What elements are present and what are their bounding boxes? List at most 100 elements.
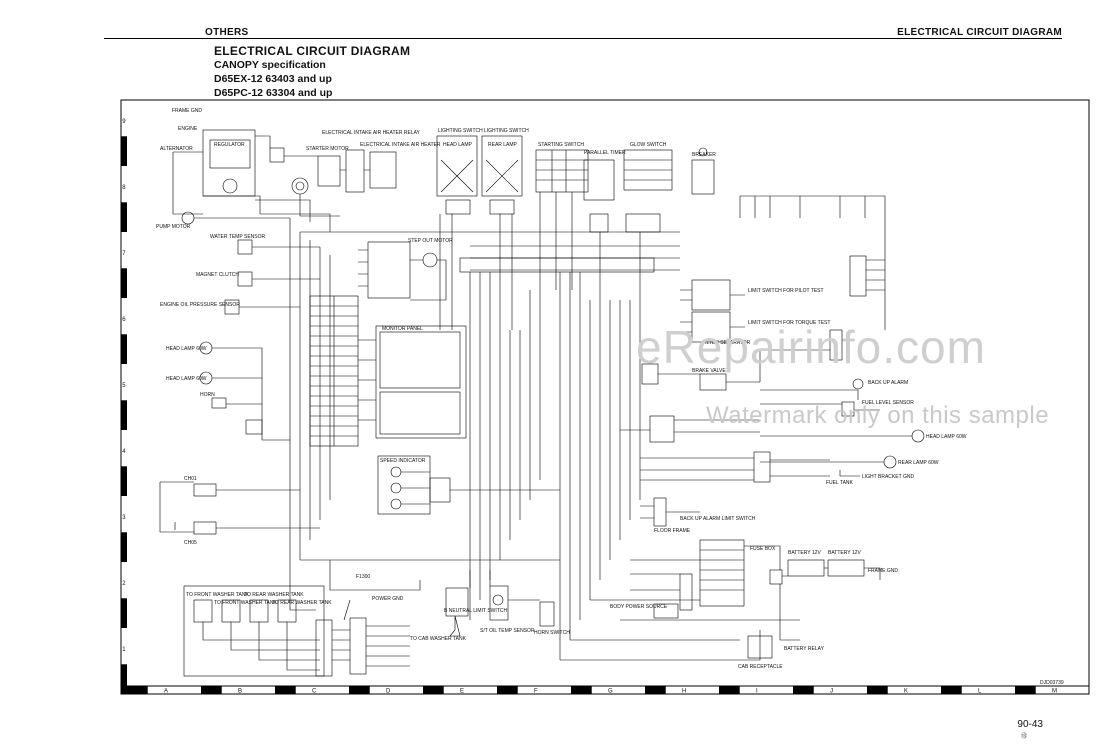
label-rear-lamp-r: REAR LAMP 60W: [898, 460, 939, 466]
label-power-gnd: POWER GND: [372, 596, 404, 602]
label-battery-1: BATTERY 12V: [788, 550, 821, 556]
label-starting-switch: STARTING SWITCH: [538, 142, 584, 148]
label-backup-alarm: BACK UP ALARM: [868, 380, 908, 386]
label-front-washer-r: TO FRONT WASHER TANK: [214, 600, 277, 606]
page-sub-marker: ⑬: [1020, 734, 1027, 740]
column-band-segment: [941, 686, 962, 694]
label-oil-temp: S/T OIL TEMP SENSOR: [480, 628, 535, 634]
column-band-segment: [867, 686, 888, 694]
column-label: C: [312, 689, 317, 695]
model-range-1: D65EX-12 63403 and up: [214, 73, 332, 85]
label-neutral-limit: B NEUTRAL LIMIT SWITCH: [444, 608, 507, 614]
column-label: A: [164, 689, 168, 695]
watermark-note: Watermark only on this sample: [706, 402, 1050, 429]
column-label: D: [386, 689, 391, 695]
row-band-segment: [121, 532, 127, 562]
label-head-lamp-l: HEAD LAMP 60W: [166, 346, 207, 352]
label-front-washer-l: TO FRONT WASHER TANK: [186, 592, 249, 598]
column-band-segment: [1015, 686, 1036, 694]
row-label: 4: [122, 449, 126, 455]
column-grid-band: [127, 685, 1089, 694]
row-band-segment: [121, 466, 127, 496]
column-label: F: [534, 689, 538, 695]
label-ch05: CH05: [184, 540, 197, 546]
row-band-segment: [121, 136, 127, 166]
column-label: I: [756, 689, 758, 695]
label-alternator: ALTERNATOR: [160, 146, 193, 152]
diagram-frame: [120, 99, 1090, 695]
label-rear-washer-r: TO REAR WASHER TANK: [272, 600, 332, 606]
label-head-lamp: HEAD LAMP: [443, 142, 473, 148]
label-backup-limit: BACK UP ALARM LIMIT SWITCH: [680, 516, 756, 522]
label-step-motor: STEP OUT MOTOR: [408, 238, 453, 244]
label-frame-gnd-2: FRAME GND: [868, 568, 898, 574]
label-rear-washer-l: TO REAR WASHER TANK: [244, 592, 304, 598]
label-fuse-box: FUSE BOX: [750, 546, 776, 552]
row-band-segment: [121, 334, 127, 364]
label-fuel-tank: FUEL TANK: [826, 480, 854, 486]
label-body-power: BODY POWER SOURCE: [610, 604, 668, 610]
label-regulator: REGULATOR: [214, 142, 245, 148]
label-fuel-level: FUEL LEVEL SENSOR: [862, 400, 914, 406]
column-band-segment: [719, 686, 740, 694]
header-rule: [104, 38, 1062, 39]
header-title: ELECTRICAL CIRCUIT DIAGRAM: [897, 27, 1062, 38]
label-horn: HORN: [200, 392, 215, 398]
label-battery-relay: BATTERY RELAY: [784, 646, 825, 652]
row-band-segment: [121, 664, 127, 694]
label-cab-washer: TO CAB WASHER TANK: [410, 636, 467, 642]
row-label: 3: [122, 515, 126, 521]
label-pump-motor: PUMP MOTOR: [156, 224, 191, 230]
label-battery-2: BATTERY 12V: [828, 550, 861, 556]
page-number: 90-43: [1017, 719, 1043, 730]
label-water-temp: WATER TEMP SENSOR: [210, 234, 265, 240]
row-label: 1: [122, 647, 126, 653]
label-rear-lamp: REAR LAMP: [488, 142, 518, 148]
label-breaker: BREAKER: [692, 152, 716, 158]
label-parallel-timer: PARALLEL TIMER: [584, 150, 626, 156]
label-frame-gnd: FRAME GND: [172, 108, 202, 114]
watermark-main: eRepairinfo.com: [636, 321, 986, 373]
row-label: 8: [122, 185, 126, 191]
label-limit-switch-1: LIMIT SWITCH FOR PILOT TEST: [748, 288, 824, 294]
label-starter: STARTER MOTOR: [306, 146, 349, 152]
label-floor-frame: FLOOR FRAME: [654, 528, 691, 534]
column-band-segment: [645, 686, 666, 694]
row-label: 2: [122, 581, 126, 587]
label-head-lamp-rr: HEAD LAMP 60W: [926, 434, 967, 440]
diagram-title: ELECTRICAL CIRCUIT DIAGRAM: [214, 44, 411, 58]
label-brake-valve: BRAKE VALVE: [692, 368, 726, 374]
label-lighting-switch-2: LIGHTING SWITCH: [484, 128, 529, 134]
label-engine: ENGINE: [178, 126, 198, 132]
row-label: 7: [122, 251, 126, 257]
label-cab-receptacle: CAB RECEPTACLE: [738, 664, 783, 670]
column-label: L: [978, 689, 982, 695]
column-label: E: [460, 689, 464, 695]
model-range-2: D65PC-12 63304 and up: [214, 87, 333, 99]
header-section: OTHERS: [205, 27, 249, 38]
row-band-segment: [121, 268, 127, 298]
label-magnet-clutch: MAGNET CLUTCH: [196, 272, 239, 278]
row-label: 6: [122, 317, 126, 323]
column-band-segment: [275, 686, 296, 694]
row-band-segment: [121, 202, 127, 232]
label-lighting-switch-1: LIGHTING SWITCH: [438, 128, 483, 134]
column-band-segment: [571, 686, 592, 694]
row-label: 9: [122, 119, 126, 125]
row-label: 5: [122, 383, 126, 389]
column-label: H: [682, 689, 686, 695]
diagram-spec: CANOPY specification: [214, 59, 326, 71]
label-glow-switch: GLOW SWITCH: [630, 142, 667, 148]
column-band-segment: [793, 686, 814, 694]
column-band-segment: [349, 686, 370, 694]
label-intake-heater: ELECTRICAL INTAKE AIR HEATER: [360, 142, 441, 148]
label-head-lamp-r: HEAD LAMP 60W: [166, 376, 207, 382]
title-block: ELECTRICAL CIRCUIT DIAGRAM CANOPY specif…: [214, 44, 410, 100]
column-band-segment: [127, 686, 148, 694]
column-band-segment: [201, 686, 222, 694]
label-ch01: CH01: [184, 476, 197, 482]
column-label: B: [238, 689, 242, 695]
row-band-segment: [121, 400, 127, 430]
label-filter-separator: FILTER SEPARATOR: [702, 340, 751, 346]
